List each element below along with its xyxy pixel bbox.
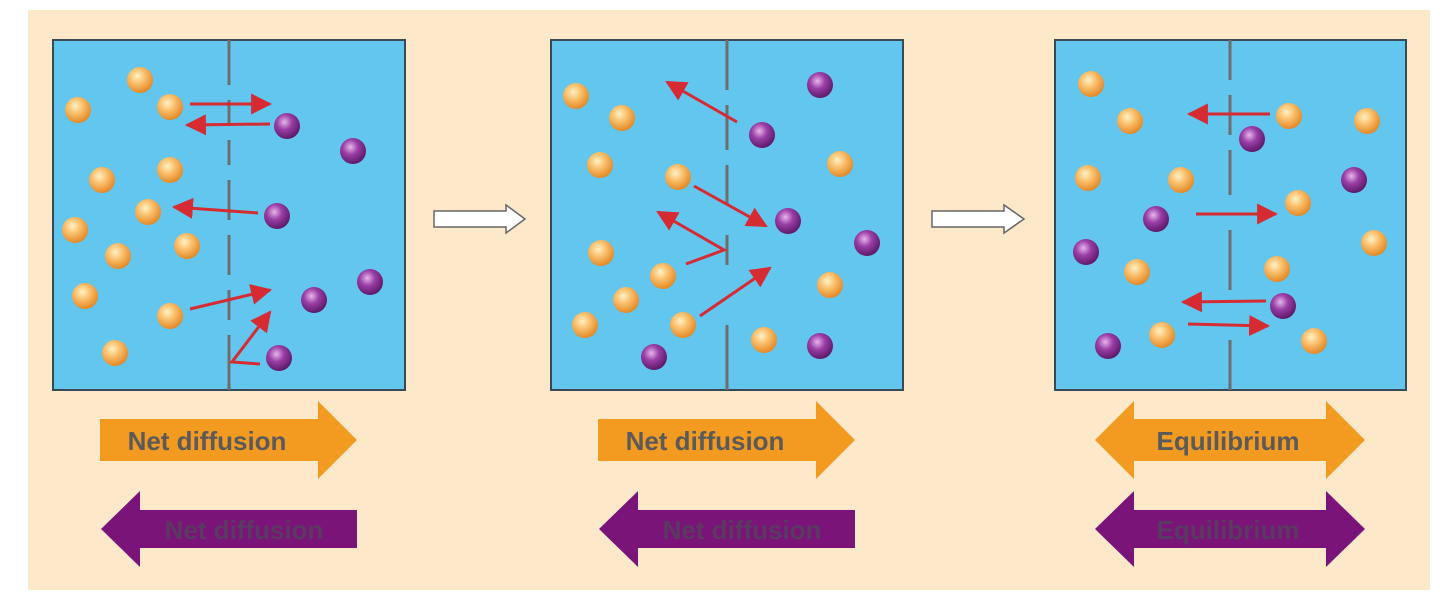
orange-equilibrium-arrow <box>1095 401 1365 479</box>
orange-particles-3 <box>1075 71 1387 354</box>
orange-particles-2 <box>563 83 853 353</box>
purple-particles-1 <box>264 113 383 371</box>
motion-arrows-1 <box>171 93 273 366</box>
purple-arrow-label-2: Net diffusion <box>663 515 822 545</box>
stage-1 <box>52 39 406 391</box>
purple-arrow-label-1: Net diffusion <box>165 515 324 545</box>
stage-3 <box>1054 39 1407 391</box>
transition-arrow-2 <box>931 203 1026 235</box>
stage-2 <box>550 39 904 391</box>
orange-arrow-label-3: Equilibrium <box>1157 426 1300 456</box>
purple-particles-2 <box>641 72 880 370</box>
purple-net-diffusion-arrow-1 <box>101 491 357 567</box>
orange-net-diffusion-arrow-1 <box>100 401 357 479</box>
orange-arrow-label-2: Net diffusion <box>626 426 785 456</box>
transition-arrow-1 <box>433 203 527 235</box>
purple-net-diffusion-arrow-2 <box>599 491 855 567</box>
orange-arrow-label-1: Net diffusion <box>128 426 287 456</box>
motion-arrows-3 <box>1180 103 1279 337</box>
motion-arrows-2 <box>656 80 772 318</box>
orange-net-diffusion-arrow-2 <box>598 401 855 479</box>
orange-particles-1 <box>62 67 200 366</box>
purple-particles-3 <box>1073 126 1367 359</box>
purple-arrow-label-3: Equilibrium <box>1157 515 1300 545</box>
purple-equilibrium-arrow <box>1095 491 1365 567</box>
